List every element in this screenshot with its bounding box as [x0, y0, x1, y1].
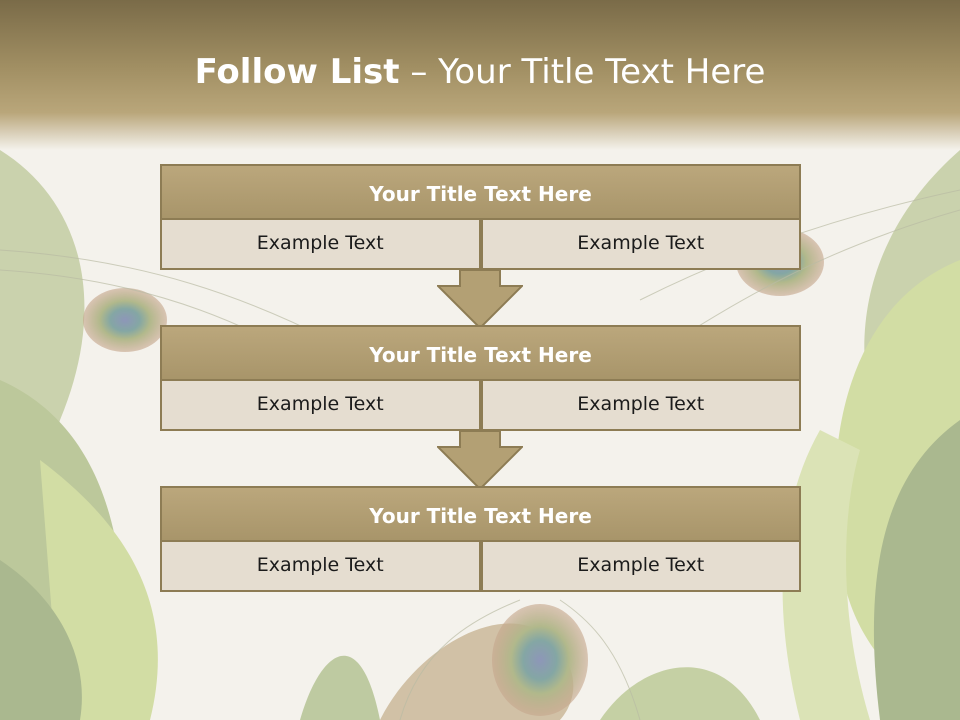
step-cell-left-1: Example Text — [160, 220, 481, 270]
step-block-2: Your Title Text Here Example Text Exampl… — [160, 325, 801, 431]
step-cell-left-3: Example Text — [160, 542, 481, 592]
step-cell-left-2: Example Text — [160, 381, 481, 431]
down-arrow-icon — [437, 431, 523, 491]
step-block-3: Your Title Text Here Example Text Exampl… — [160, 486, 801, 592]
step-row-2: Example Text Example Text — [160, 381, 801, 431]
step-cell-right-3: Example Text — [480, 542, 801, 592]
slide-title-rest: – Your Title Text Here — [399, 52, 766, 92]
step-title-1: Your Title Text Here — [160, 164, 801, 220]
slide-title-bold: Follow List — [194, 52, 400, 92]
step-block-1: Your Title Text Here Example Text Exampl… — [160, 164, 801, 270]
step-title-3: Your Title Text Here — [160, 486, 801, 542]
step-title-2: Your Title Text Here — [160, 325, 801, 381]
title-bar — [0, 0, 960, 150]
step-row-3: Example Text Example Text — [160, 542, 801, 592]
slide-title: Follow List – Your Title Text Here — [0, 52, 960, 92]
step-row-1: Example Text Example Text — [160, 220, 801, 270]
step-cell-right-2: Example Text — [480, 381, 801, 431]
down-arrow-icon — [437, 270, 523, 330]
step-cell-right-1: Example Text — [480, 220, 801, 270]
